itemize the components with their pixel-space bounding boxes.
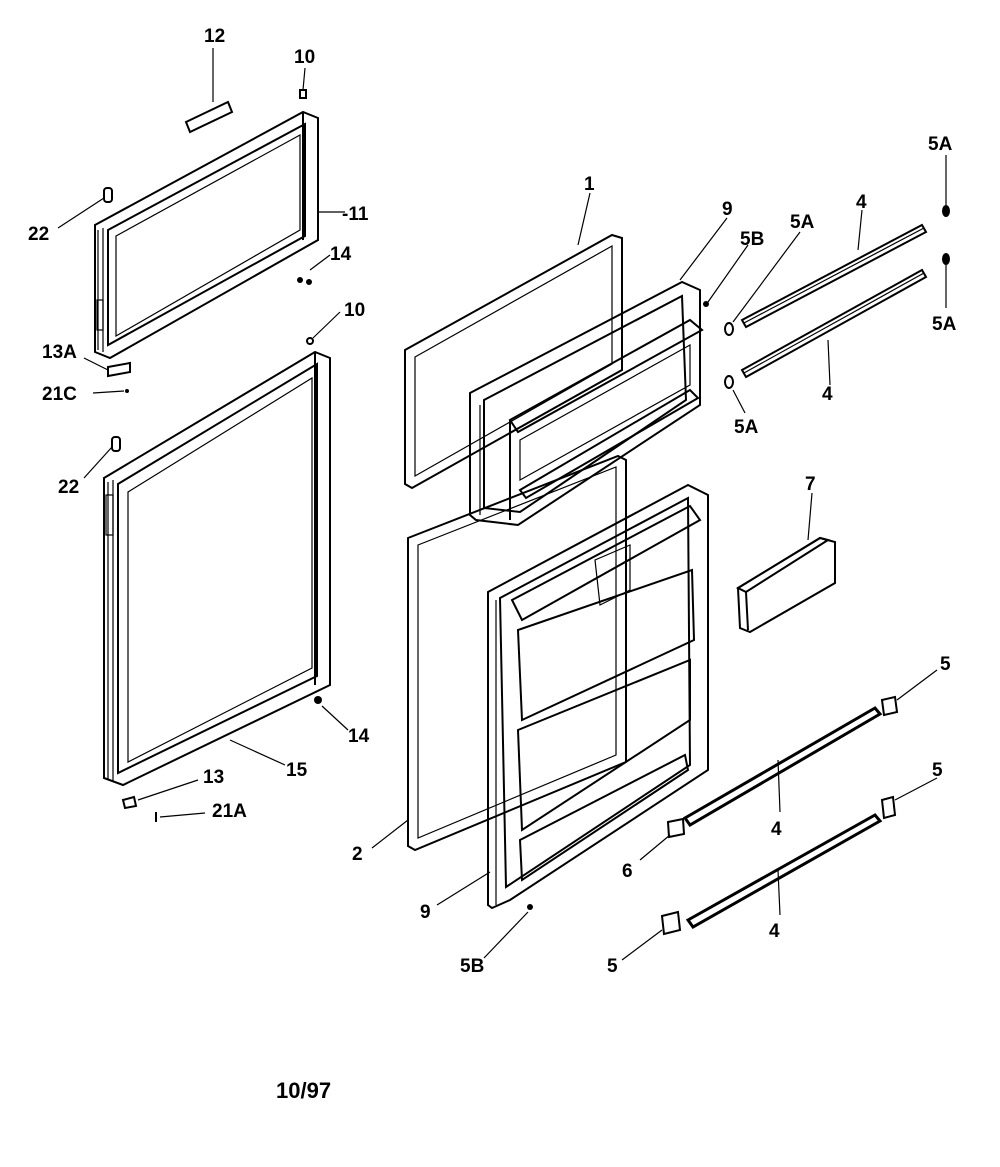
fresh-food-gasket-2	[407, 454, 627, 852]
hinge-pin-22-top	[103, 187, 113, 203]
callout-5-c: 5	[607, 956, 618, 977]
callout-5b-top: 5B	[740, 229, 764, 250]
callout-5a-b: 5A	[928, 134, 953, 155]
screw-10-top	[299, 89, 307, 99]
callout-5a-d: 5A	[734, 417, 759, 438]
trim-strip-4-a	[740, 223, 928, 329]
screw-5b-top	[703, 301, 709, 307]
screw-5b-bottom	[527, 904, 533, 910]
callout-4-b: 4	[822, 384, 833, 405]
callout-11: -11	[342, 204, 369, 225]
callout-7: 7	[805, 474, 816, 495]
trim-strip-4-c	[682, 706, 883, 827]
callout-21c: 21C	[42, 384, 77, 405]
door-handle-7	[735, 536, 836, 634]
fresh-food-door-frame	[103, 350, 331, 787]
callout-2: 2	[352, 844, 363, 865]
callout-labels: 12 10 22 -11 14 10 13A 21C 22 14 15 13 2…	[28, 26, 957, 977]
callout-13a: 13A	[42, 342, 77, 363]
handle-trim-12	[184, 100, 234, 134]
callout-12: 12	[204, 26, 225, 47]
callout-9-top: 9	[722, 199, 733, 220]
callout-22-top: 22	[28, 224, 49, 245]
callout-1: 1	[584, 174, 595, 195]
hinge-pin-22-mid	[111, 436, 121, 452]
freezer-door-frame	[94, 110, 319, 360]
callout-14-top: 14	[330, 244, 352, 265]
leader-lines	[57, 48, 947, 961]
callout-4-d: 4	[769, 921, 780, 942]
date-code: 10/97	[276, 1078, 331, 1103]
callout-5a-c: 5A	[932, 314, 957, 335]
end-caps-5-6	[660, 695, 899, 936]
trim-strip-4-d	[685, 813, 883, 929]
callout-21a: 21A	[212, 801, 247, 822]
fresh-food-door-liner	[487, 483, 709, 910]
callout-4-c: 4	[771, 819, 782, 840]
screw-14-bottom	[314, 696, 322, 704]
callout-5b-bottom: 5B	[460, 956, 484, 977]
callout-14-bottom: 14	[348, 726, 370, 747]
end-caps-5a	[724, 205, 950, 389]
callout-10-top: 10	[294, 47, 315, 68]
callout-15: 15	[286, 760, 308, 781]
callout-9-bottom: 9	[420, 902, 431, 923]
callout-10-mid: 10	[344, 300, 365, 321]
callout-5-a: 5	[940, 654, 951, 675]
parts-13a-21c	[107, 361, 131, 393]
callout-6: 6	[622, 861, 633, 882]
trim-strip-4-b	[740, 268, 928, 379]
callout-5-b: 5	[932, 760, 943, 781]
callout-13: 13	[203, 767, 224, 788]
parts-13-21a	[121, 795, 157, 822]
screw-10-mid	[306, 337, 314, 345]
screws-14-top	[297, 277, 312, 285]
callout-22-mid: 22	[58, 477, 79, 498]
callout-4-a: 4	[856, 192, 867, 213]
freezer-door-liner	[469, 280, 704, 527]
callout-5a-a: 5A	[790, 212, 815, 233]
